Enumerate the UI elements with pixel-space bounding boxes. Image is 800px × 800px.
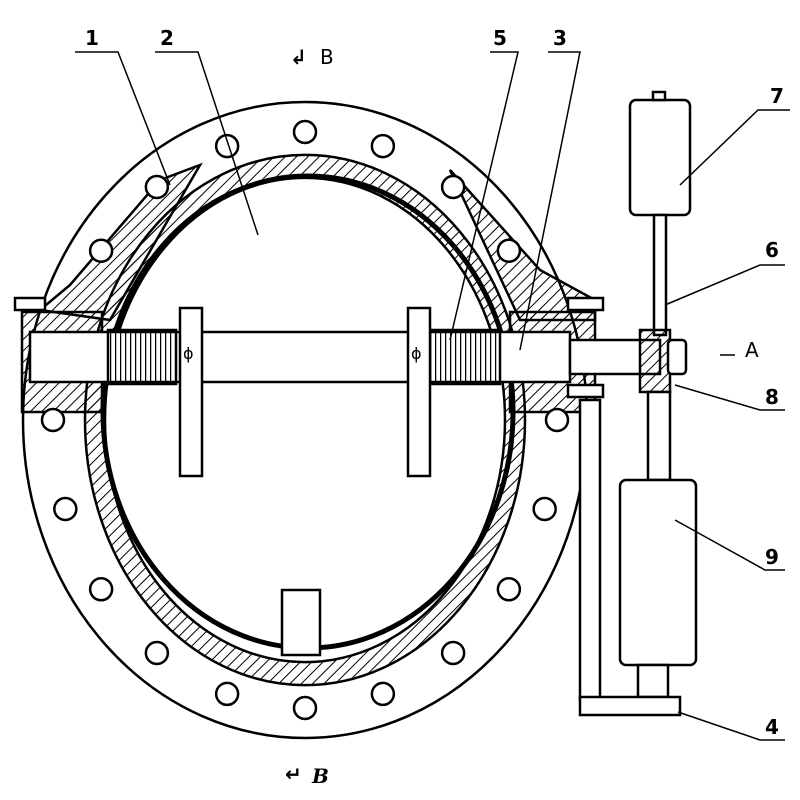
bolt-hole [532,496,557,522]
label-part-4: 4 [765,715,779,739]
spring-left [106,328,178,386]
bolt-holes [40,119,570,721]
phi-mark-left: ϕ [183,344,194,363]
bolt [13,296,47,312]
phi-mark-right: ϕ [411,344,422,363]
bolt-hole [214,681,240,707]
bolt-hole [292,119,318,145]
label-part-5: 5 [493,26,507,50]
bracket [578,398,602,702]
bolt [566,383,605,399]
bolt-hole [440,174,466,200]
bolt-hole [496,238,522,263]
section-arrow-bottom: ↵ [285,762,302,786]
bolt-hole [496,577,522,602]
hub-8 [638,328,672,394]
damper-rod [646,390,672,482]
bolt-hole [53,496,78,522]
counterweight-7 [628,98,692,217]
label-part-3: 3 [553,26,567,50]
base-4 [578,695,682,717]
section-arrow-top: ↲ [290,45,307,69]
lever-rod-6 [652,213,668,337]
bolt-hole [144,640,170,666]
label-section-a: A [745,338,759,362]
disc-arm-right [406,306,432,478]
bolt-hole [292,695,318,721]
bolt-hole [88,577,114,602]
body-ear-left [37,162,203,322]
label-part-2: 2 [160,26,174,50]
label-section-b-bottom: B [312,764,329,788]
disc-stop [280,588,322,657]
disc-arm-left [178,306,204,478]
spring-right [428,328,502,386]
label-part-9: 9 [765,545,779,569]
bolt-hole [440,640,466,666]
label-part-7: 7 [770,84,784,108]
bolt-hole [370,133,396,159]
label-part-1: 1 [85,26,99,50]
bolt [566,296,605,312]
damper-cylinder-9 [618,478,698,667]
bolt-hole [40,407,66,433]
label-part-8: 8 [765,385,779,409]
bolt-hole [370,681,396,707]
bolt-hole [544,407,570,433]
label-section-b-top: B [320,45,334,69]
bolt-hole [144,174,170,200]
bolt-hole [214,133,240,159]
bolt-hole [88,238,114,263]
valve-disc [100,173,516,651]
label-part-6: 6 [765,238,779,262]
